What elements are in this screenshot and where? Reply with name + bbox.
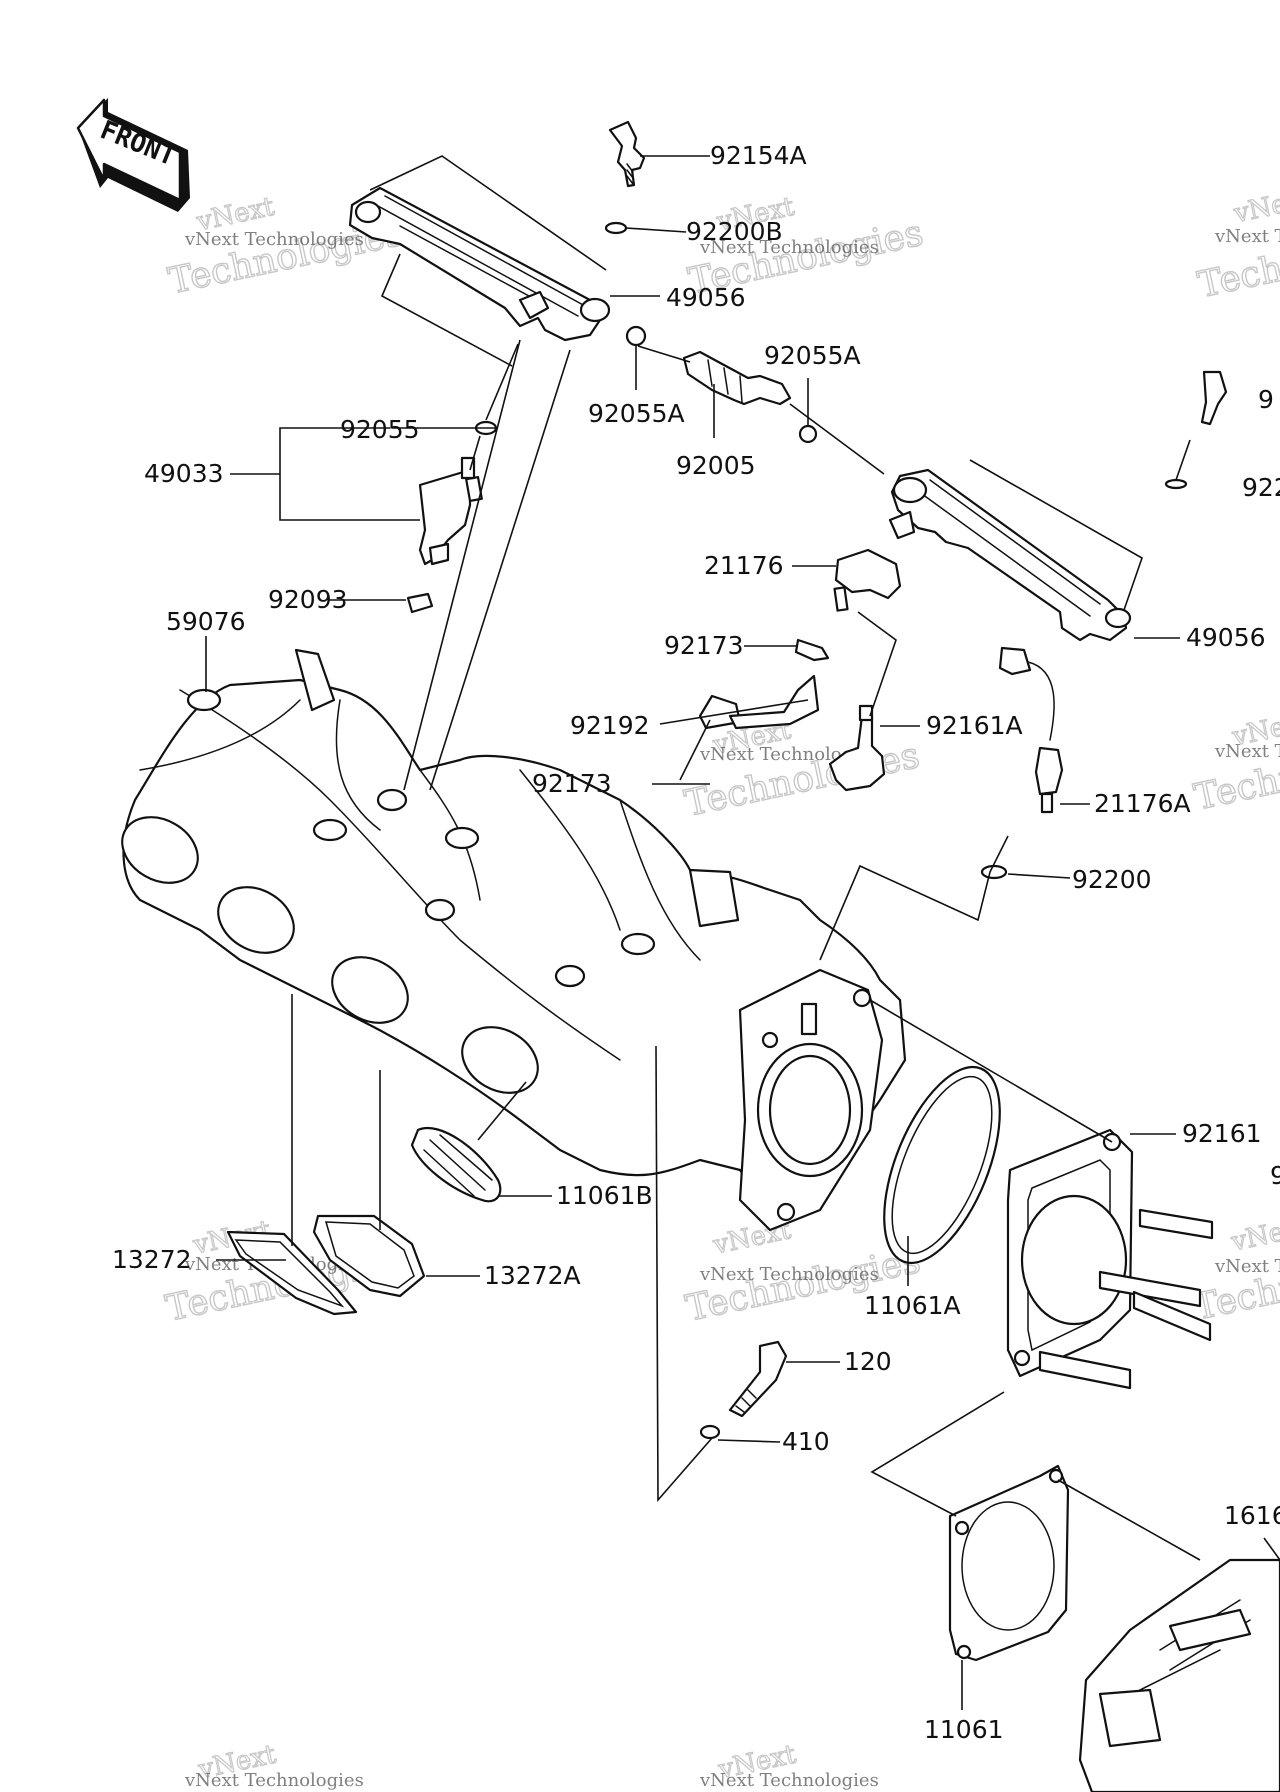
label-11061B: 11061B [556, 1181, 653, 1210]
label-410: 410 [782, 1427, 830, 1456]
watermark-brand: vNext [1230, 184, 1280, 230]
label-21176: 21176 [704, 551, 784, 580]
watermark-text: vNext Technologies [1214, 1256, 1280, 1277]
intake-manifold [121, 648, 907, 1232]
sensor-21176 [833, 548, 902, 612]
label-92173-bottom: 92173 [532, 769, 612, 798]
watermark-text: vNext Technologies [1214, 741, 1280, 762]
label-throttle-cut: 1616 [1224, 1501, 1280, 1530]
bolt-right-cut [1200, 370, 1228, 426]
label-92200: 92200 [1072, 865, 1152, 894]
washer-92200B [604, 221, 628, 235]
label-49056-right: 49056 [1186, 623, 1266, 652]
label-92192: 92192 [570, 711, 650, 740]
watermark-text: vNext Technologies [184, 229, 364, 250]
watermark-text: vNext Technologies [184, 1770, 364, 1791]
throttle-spacer-92161 [1006, 1128, 1214, 1390]
label-21176A: 21176A [1094, 789, 1191, 818]
fuel-rail-left [348, 186, 611, 342]
seal-92093 [406, 592, 434, 614]
leader-lines [205, 155, 1280, 1710]
bolt-92154A [608, 120, 646, 188]
watermark-text: vNext Technologies [699, 1264, 879, 1285]
washer-right-cut [1164, 478, 1188, 490]
label-right-edge-cut: 9 [1270, 1161, 1280, 1190]
label-92055A-left: 92055A [588, 399, 685, 428]
label-92154A: 92154A [710, 141, 807, 170]
sensor-92161A [828, 704, 886, 792]
watermark-text: vNext Technologies [699, 237, 879, 258]
label-92200B: 92200B [686, 217, 783, 246]
label-120: 120 [844, 1347, 892, 1376]
watermark-text: vNext Technologies [699, 1770, 879, 1791]
part-labels: 92154A 92200B 49056 92055A 92055A 92005 … [112, 141, 1280, 1744]
watermark-brand: vNext [1228, 1212, 1280, 1258]
front-arrow-badge: FRONT [76, 98, 190, 212]
label-13272: 13272 [112, 1245, 192, 1274]
watermark-text: vNext Technologies [1214, 226, 1280, 247]
bolt-120 [728, 1340, 788, 1418]
label-92005: 92005 [676, 451, 756, 480]
label-right-washer-cut: 922 [1242, 473, 1280, 502]
label-59076: 59076 [166, 607, 246, 636]
sensor-21176A [998, 646, 1064, 814]
label-49056-top: 49056 [666, 283, 746, 312]
label-92055A-right: 92055A [764, 341, 861, 370]
label-92055: 92055 [340, 415, 420, 444]
o-ring-92055A-left [625, 325, 647, 347]
washer-410 [699, 1424, 721, 1440]
o-ring-92055A-right [798, 424, 818, 444]
gasket-11061 [948, 1464, 1070, 1662]
fuel-rail-right [888, 468, 1132, 642]
clamp-92173-top [794, 638, 830, 662]
gasket-13272 [226, 1230, 358, 1316]
plate-11061B [410, 1127, 502, 1203]
washer-92200 [980, 864, 1008, 880]
fuel-joint [682, 350, 792, 406]
fuel-injector [418, 456, 483, 566]
label-92161: 92161 [1182, 1119, 1262, 1148]
label-92173-top: 92173 [664, 631, 744, 660]
label-92161A: 92161A [926, 711, 1023, 740]
throttle-body [1078, 1558, 1280, 1792]
hose-92192 [728, 674, 820, 730]
label-49033: 49033 [144, 459, 224, 488]
label-11061: 11061 [924, 1715, 1004, 1744]
label-13272A: 13272A [484, 1261, 581, 1290]
label-right-bolt-cut: 9 [1258, 385, 1274, 414]
gasket-13272A [312, 1214, 426, 1298]
label-11061A: 11061A [864, 1291, 961, 1320]
o-ring-11061A [883, 1065, 1001, 1265]
label-92093: 92093 [268, 585, 348, 614]
